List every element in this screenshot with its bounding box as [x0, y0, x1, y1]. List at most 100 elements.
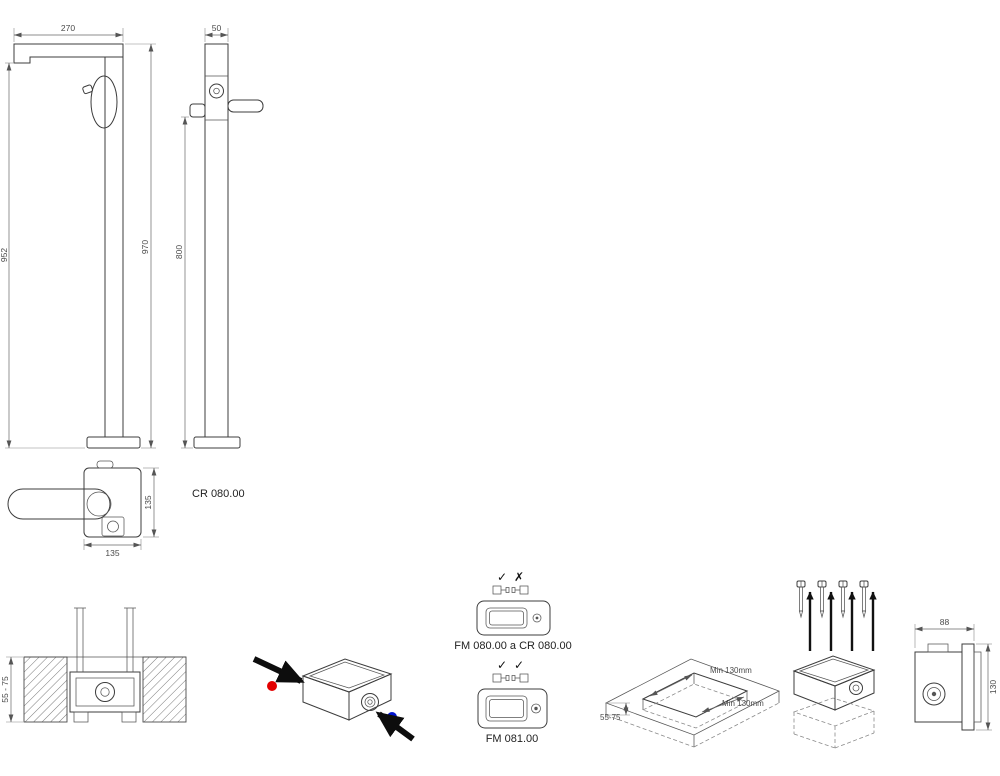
column-front [204, 43, 229, 438]
port-circle-outer [922, 682, 946, 706]
dim-800-label: 800 [174, 245, 184, 259]
box-body [914, 651, 963, 723]
box-flange [961, 643, 975, 731]
box-back-plate [973, 651, 982, 723]
check-icon: ✓ [497, 658, 507, 672]
mounting-box-side-view: 88 130 [914, 617, 998, 731]
dimension-column-width: 50 [204, 23, 229, 42]
mixer-front-view: 50 800 CR 080.00 [174, 23, 264, 500]
slab-bottom-edge [693, 702, 780, 748]
check-icon: ✓ [497, 570, 507, 584]
floor-cross-section: 55 - 75 [0, 607, 187, 723]
screw-shaft [841, 586, 845, 612]
mixer-plan-view: 135 135 [7, 460, 159, 558]
diverter-circle [209, 83, 224, 99]
fitting-body [492, 673, 502, 683]
mounting-box-screws [792, 580, 877, 749]
dimension-total-height: 970 [125, 43, 156, 449]
escutcheon-a-hole [532, 613, 542, 623]
dimension-height-to-outlet: 800 [174, 116, 193, 449]
fitting-body [519, 673, 529, 683]
escutcheon-a-inner2 [489, 610, 524, 626]
diverter-circle-inner [213, 87, 220, 95]
box-right-face [348, 673, 392, 721]
dimension-recess-depth: Min 130mm [701, 696, 764, 713]
spout-profile [13, 43, 124, 64]
base-plate-plan [83, 467, 142, 538]
handle-plan [7, 488, 111, 520]
compatibility-option-b: ✓ ✓ FM 081.00 [477, 658, 548, 745]
recess-bottom [641, 683, 749, 729]
fitting-icon-right [511, 585, 529, 595]
fitting-nut [505, 675, 510, 681]
dim-135-h-label: 135 [105, 548, 119, 558]
screw-tip [840, 610, 846, 619]
escutcheon-a-inner [485, 607, 528, 629]
dimension-plate-width: 135 [83, 539, 142, 558]
escutcheon-b-inner2 [489, 699, 524, 718]
handle-profile [90, 75, 118, 129]
spout-nose-front [189, 103, 206, 118]
base-plate-front [193, 436, 241, 449]
screw-shaft [862, 586, 866, 612]
dim-270-label: 270 [61, 23, 75, 33]
packing-block-dashed [792, 697, 876, 749]
dim-130-label: 130 [988, 680, 998, 694]
mixer-connection-circle [95, 682, 115, 702]
screw-icon [796, 580, 806, 619]
screw-icon [859, 580, 869, 619]
mounting-box-inner [75, 677, 135, 707]
min-130-label-2: Min 130mm [722, 699, 764, 708]
side-port-outer [361, 693, 379, 711]
dimension-spout-width: 270 [13, 23, 124, 42]
escutcheon-b-inner [485, 695, 528, 722]
lever-handle-front [227, 99, 264, 113]
fitting-icon-left [492, 673, 510, 683]
screw-tip [798, 610, 804, 619]
fitting-body [519, 585, 529, 595]
spout-tip-plan [96, 460, 114, 469]
dim-50-label: 50 [212, 23, 222, 33]
dimension-recess-height: 55-75 [600, 702, 630, 722]
fitting-icon-left [492, 585, 510, 595]
dim-55-75-recess-label: 55-75 [600, 713, 621, 722]
screw-tip [861, 610, 867, 619]
compatibility-option-a: ✓ ✗ FM 080.00 a CR 080.00 [454, 570, 571, 652]
escutcheon-b-hole-dot [534, 706, 538, 711]
fitting-nut [511, 675, 516, 681]
side-port-mid [364, 696, 376, 708]
packing-bottom-edge [793, 733, 836, 749]
hot-inlet-arrow [252, 656, 305, 684]
dim-970-label: 970 [140, 240, 150, 254]
box-left-face [793, 670, 836, 711]
fitting-nut [511, 587, 516, 593]
outlet-plan-circle [107, 520, 119, 533]
mounting-box-section [69, 671, 141, 713]
box-right-face [834, 669, 875, 711]
screw-icon [817, 580, 827, 619]
screw-icon [838, 580, 848, 619]
floor-recess-iso: Min 130mm Min 130mm 55-75 [600, 658, 780, 748]
outlet-plan [101, 516, 125, 537]
hot-water-indicator [267, 681, 277, 691]
handle-knob [82, 84, 94, 95]
side-port-outer [849, 681, 863, 695]
packing-top [792, 697, 876, 727]
escutcheon-a-outer [476, 600, 551, 636]
escutcheon-b-outer [477, 688, 548, 729]
dimension-plate-depth: 135 [143, 467, 159, 538]
floor-hatch-left [23, 656, 68, 723]
fitting-icon-right [511, 673, 529, 683]
box-left-face [302, 675, 350, 721]
box-top-rim [308, 661, 386, 689]
model-label: CR 080.00 [192, 488, 245, 500]
packing-bottom-edge [834, 732, 875, 749]
base-plate-profile [86, 436, 141, 449]
mixer-side-view: 270 952 970 [0, 23, 156, 449]
slab-bottom-edge [605, 714, 695, 748]
port-circle-dot [931, 691, 937, 697]
mixer-connection-inner [100, 687, 110, 697]
dimension-line [649, 674, 693, 697]
